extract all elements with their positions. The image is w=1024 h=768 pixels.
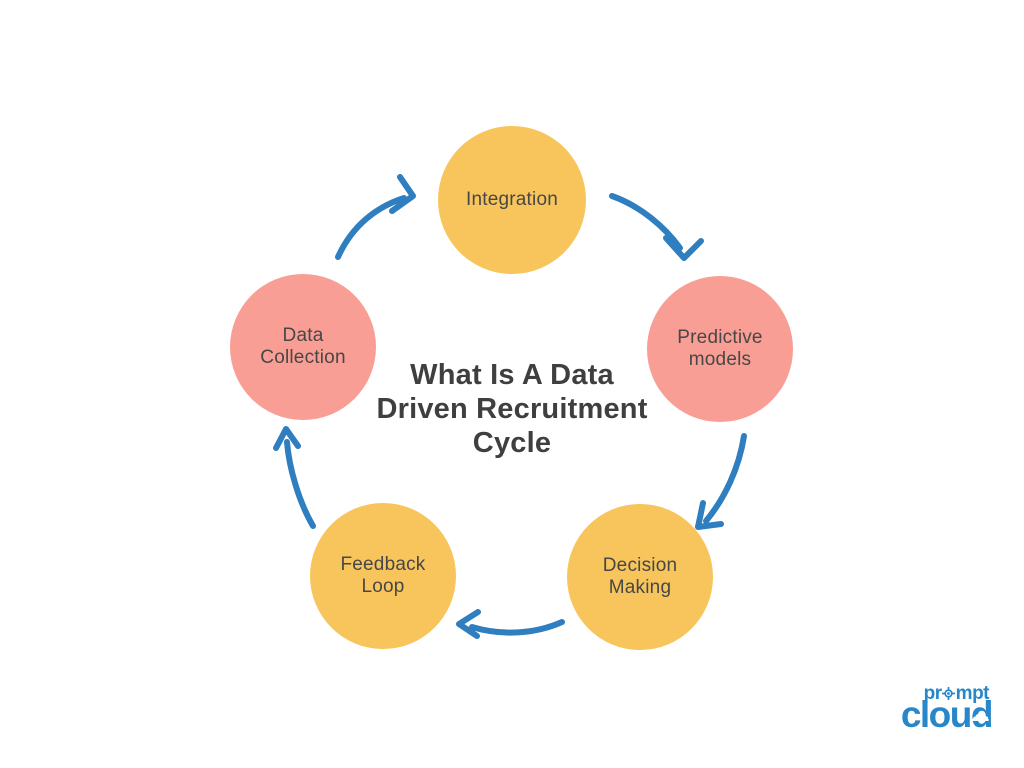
target-icon — [942, 687, 956, 700]
logo-prompt-post: mpt — [955, 683, 990, 704]
page-title: What Is A Data Driven Recruitment Cycle — [312, 358, 712, 460]
arrow-feedback-loop-to-data-collection — [273, 426, 316, 529]
cloud-icon: ☁ — [969, 702, 990, 726]
arrow-data-collection-to-integration — [335, 174, 416, 260]
title-line-2: Driven Recruitment — [376, 393, 648, 425]
title-line-1: What Is A Data — [410, 359, 614, 391]
cycle-node-integration: Integration — [438, 126, 586, 274]
arrow-decision-making-to-feedback-loop — [456, 609, 565, 639]
node-label-integration: Integration — [466, 188, 558, 210]
title-line-3: Cycle — [472, 427, 552, 459]
logo-prompt-pre: pr — [923, 683, 943, 704]
arrow-integration-to-predictive-models — [609, 193, 704, 261]
logo-word-cloud: cloud — [900, 694, 994, 735]
